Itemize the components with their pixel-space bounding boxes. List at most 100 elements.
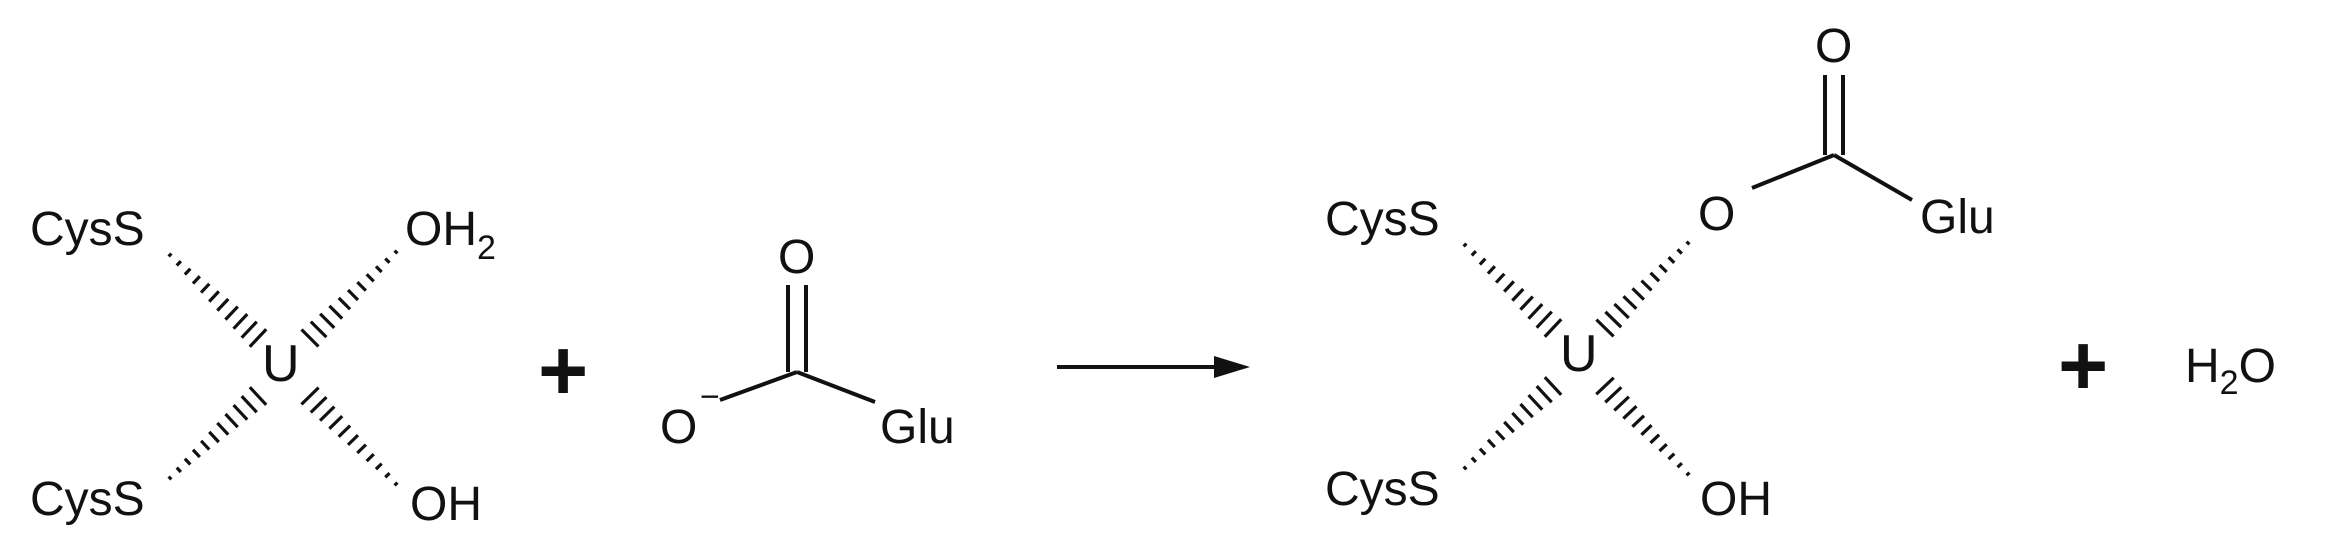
hash-stroke [208,430,220,444]
hash-stroke [1676,248,1683,255]
hash-stroke [1595,318,1615,338]
hash-stroke [1486,265,1496,275]
hash-stroke [328,304,344,320]
hash-stroke [365,452,375,463]
product-glu-residue-label: Glu [1920,191,1995,244]
hash-stroke [1613,395,1630,412]
hash-stroke [393,249,399,255]
c-o-single-bond [719,370,798,402]
hash-stroke [1462,465,1468,471]
product-cyss-bottom-left-label: CysS [1325,463,1440,516]
product-hash-bond-bottom-right [1595,376,1691,477]
hash-stroke [1640,279,1653,292]
negative-charge-label: − [700,378,720,416]
hash-stroke [1535,385,1553,404]
hash-stroke [374,462,383,471]
hash-stroke [1676,461,1683,469]
hash-stroke [1543,376,1563,396]
hash-bond-bottom-right [300,386,399,487]
product-hash-bond-top-left [1462,242,1563,338]
hash-stroke [1658,443,1668,453]
ester-o-c-bond [1751,153,1835,190]
hash-stroke [199,439,211,451]
hash-stroke [1511,287,1525,302]
hash-stroke [1595,376,1615,396]
aqua-subscript: 2 [477,229,496,267]
hash-stroke [1667,452,1676,461]
hash-stroke [318,312,336,330]
hash-stroke [224,412,239,429]
hash-stroke [216,297,230,312]
hash-stroke [384,471,391,479]
aqua-o-label: OH [405,203,477,256]
product-hydroxo-label: OH [1700,473,1772,526]
glu-residue-label: Glu [880,401,955,454]
uranium-atom-label: U [262,335,300,393]
hash-stroke [183,267,192,276]
hash-stroke [1604,310,1623,329]
water-label: H2O [2185,340,2276,402]
hash-stroke [393,481,399,487]
hash-stroke [191,448,201,459]
hash-stroke [191,275,201,285]
water-o-label: O [2239,340,2276,393]
hash-bond-top-left [167,252,268,348]
hash-stroke [1631,414,1646,428]
hash-stroke [1622,405,1638,420]
carboxylate: O O − Glu [660,231,955,454]
hash-stroke [1527,393,1544,411]
product-cyss-top-left-label: CysS [1325,193,1440,246]
arrow-head [1214,356,1250,378]
hash-stroke [1685,240,1691,246]
hash-stroke [240,395,258,414]
hash-stroke [356,443,368,455]
aqua-ligand-label: OH2 [405,203,496,267]
carboxylate-carbonyl-o-label: O [778,231,815,284]
hash-stroke [309,395,328,414]
hash-stroke [318,405,336,422]
hash-stroke [1486,438,1496,449]
hash-stroke [1494,272,1506,284]
hash-stroke [1503,420,1515,434]
hydroxo-ligand-label: OH [410,478,482,531]
hash-stroke [1631,287,1646,301]
hash-stroke [1503,280,1515,293]
product-hash-bond-bottom-left [1462,376,1563,471]
product-carbonyl-o-label: O [1815,20,1852,73]
product-uranium-atom-label: U [1560,325,1598,383]
hash-stroke [1622,295,1638,310]
hash-stroke [1640,424,1653,436]
hash-stroke [309,320,328,339]
hash-stroke [1658,263,1668,274]
hash-stroke [248,328,268,348]
hash-stroke [1470,456,1478,464]
hash-stroke [248,386,268,406]
c-glu-bond [796,370,876,404]
hash-stroke [1478,257,1487,266]
hash-stroke [167,252,173,258]
hash-stroke [337,296,352,311]
hash-stroke [1685,471,1691,477]
hash-stroke [1535,310,1553,329]
hash-stroke [175,260,183,267]
hash-stroke [1667,256,1676,264]
hash-bond-bottom-left [167,386,268,481]
reactant-complex: CysS CysS OH2 OH U [30,203,496,531]
product-complex: CysS CysS U OH O O Glu [1325,20,1995,526]
hash-stroke [1613,302,1630,320]
hash-stroke [1604,386,1623,404]
hash-stroke [374,265,383,274]
plus-sign-1: + [538,323,588,419]
carboxylate-anion-o-label: O [660,401,697,454]
hash-stroke [1649,433,1661,445]
hash-stroke [1470,250,1478,257]
hash-stroke [356,281,367,292]
hash-stroke [1478,447,1487,456]
hash-stroke [216,421,230,436]
hash-stroke [240,320,258,339]
hash-stroke [167,475,173,481]
hash-stroke [1649,271,1661,283]
hash-stroke [1494,429,1506,441]
